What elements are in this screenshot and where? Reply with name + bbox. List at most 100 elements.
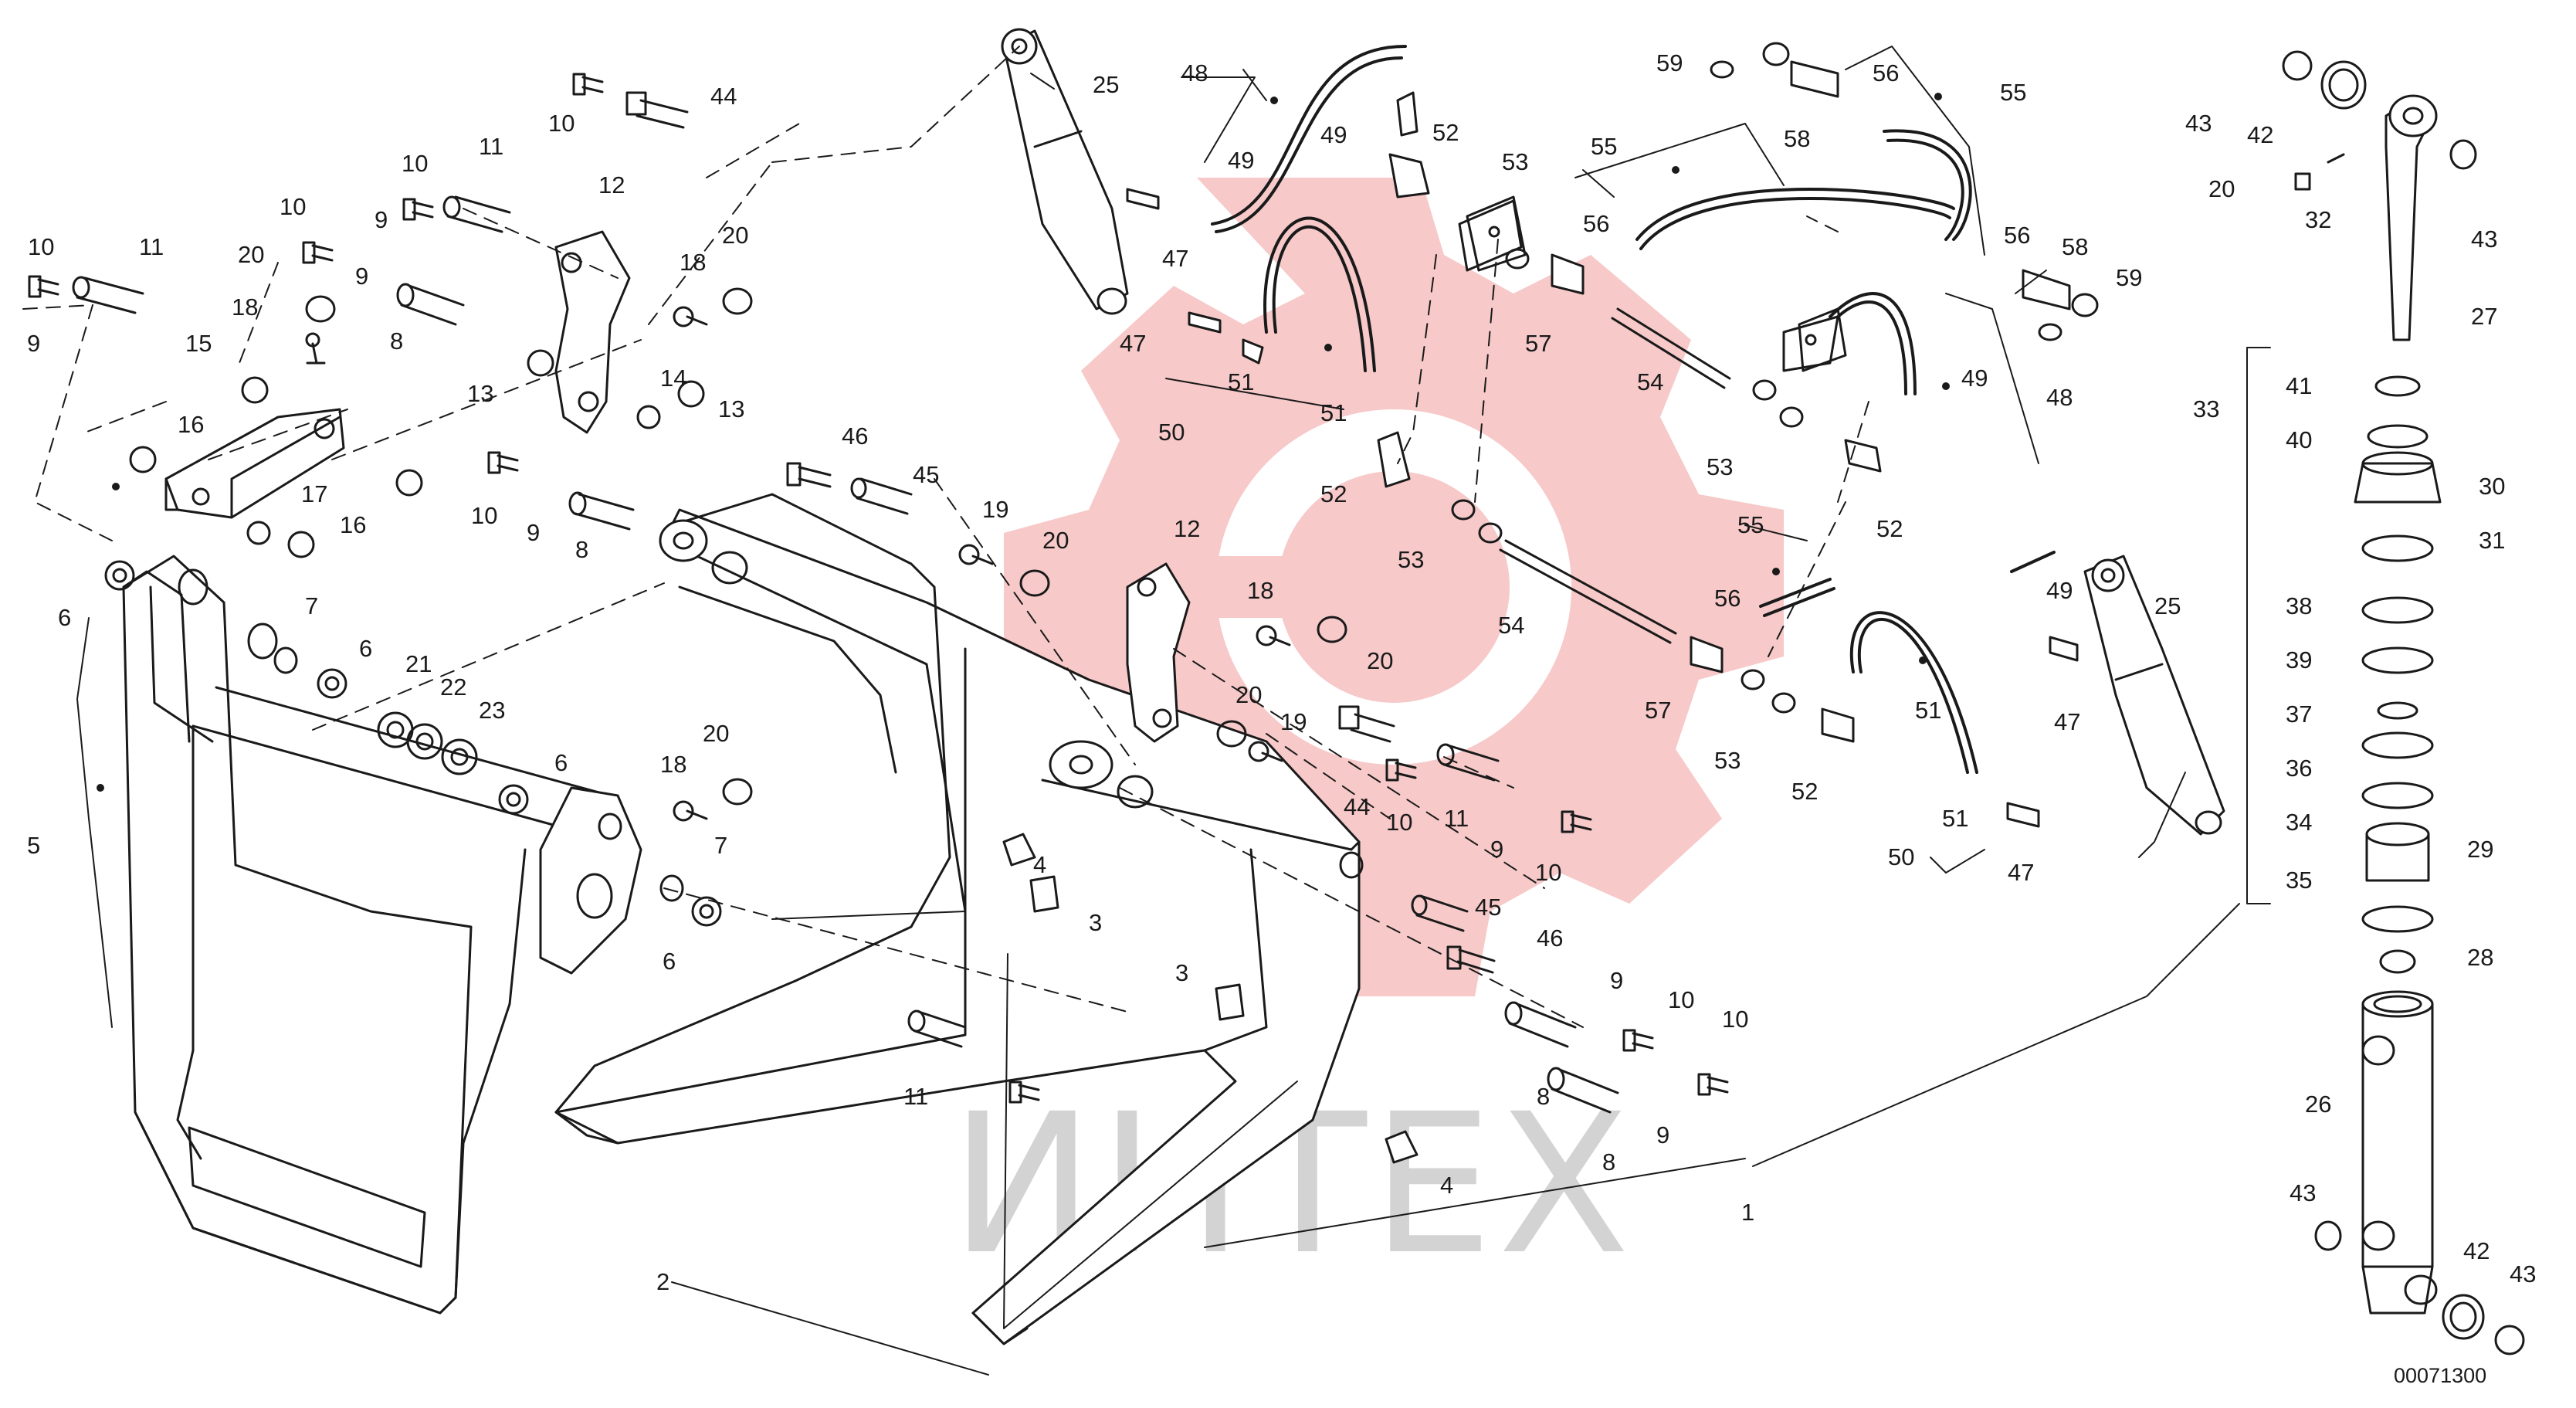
- bracket-15: [164, 408, 345, 519]
- label-8: 8: [1537, 1083, 1550, 1110]
- label-18: 18: [660, 751, 686, 778]
- label-33: 33: [2193, 395, 2219, 422]
- label-8: 8: [390, 327, 403, 355]
- wear-pads: [1002, 833, 1418, 1164]
- label-10: 10: [1722, 1006, 1748, 1033]
- label-48: 48: [1181, 59, 1208, 87]
- label-10: 10: [402, 150, 428, 177]
- label-53: 53: [1398, 546, 1424, 573]
- hydraulic-fittings: [1126, 42, 2099, 828]
- label-18: 18: [680, 249, 706, 276]
- label-49: 49: [1320, 121, 1347, 148]
- label-54: 54: [1637, 368, 1663, 395]
- label-10: 10: [1535, 859, 1561, 886]
- label-42: 42: [2247, 121, 2273, 148]
- label-15: 15: [185, 330, 212, 357]
- label-56: 56: [1714, 585, 1740, 612]
- label-10: 10: [1668, 986, 1694, 1013]
- cylinder-25-right: [2083, 555, 2225, 836]
- label-11: 11: [903, 1083, 928, 1110]
- label-52: 52: [1876, 515, 1903, 542]
- label-3: 3: [1175, 959, 1188, 986]
- label-36: 36: [2286, 755, 2312, 782]
- label-8: 8: [1602, 1148, 1615, 1176]
- label-4: 4: [1440, 1172, 1453, 1199]
- label-11: 11: [139, 233, 164, 260]
- label-12: 12: [598, 171, 625, 198]
- label-26: 26: [2305, 1091, 2331, 1118]
- label-50: 50: [1158, 419, 1185, 446]
- label-9: 9: [27, 330, 40, 357]
- label-56: 56: [1873, 59, 1899, 87]
- label-16: 16: [340, 511, 366, 538]
- label-51: 51: [1942, 805, 1968, 832]
- label-51: 51: [1228, 368, 1254, 395]
- label-53: 53: [1502, 148, 1528, 175]
- plate-12-upper: [554, 230, 631, 434]
- label-57: 57: [1525, 330, 1551, 357]
- label-59: 59: [2116, 264, 2142, 291]
- label-59: 59: [1656, 49, 1683, 76]
- label-43: 43: [2471, 226, 2497, 253]
- label-32: 32: [2305, 206, 2331, 233]
- label-25: 25: [1093, 71, 1119, 98]
- label-43: 43: [2290, 1179, 2316, 1206]
- label-9: 9: [527, 519, 540, 546]
- label-47: 47: [1120, 330, 1146, 357]
- plate-12-lower: [1126, 562, 1191, 743]
- label-8: 8: [575, 536, 588, 563]
- label-3: 3: [1089, 909, 1102, 936]
- label-10: 10: [548, 110, 575, 137]
- pins-and-bushings: [72, 91, 1619, 1114]
- label-21: 21: [405, 650, 432, 677]
- label-1: 1: [1741, 1199, 1754, 1226]
- label-6: 6: [58, 604, 71, 631]
- label-6: 6: [359, 635, 372, 662]
- label-10: 10: [471, 502, 497, 529]
- label-39: 39: [2286, 646, 2312, 673]
- label-25: 25: [2154, 592, 2181, 619]
- label-52: 52: [1432, 119, 1459, 146]
- label-11: 11: [1444, 805, 1469, 832]
- label-41: 41: [2286, 372, 2312, 399]
- label-2: 2: [656, 1268, 669, 1295]
- label-17: 17: [301, 480, 327, 507]
- label-28: 28: [2467, 944, 2493, 971]
- grouping-brackets: [76, 347, 2271, 1329]
- label-19: 19: [982, 496, 1008, 523]
- label-9: 9: [1656, 1121, 1669, 1148]
- label-6: 6: [554, 749, 568, 776]
- label-45: 45: [913, 461, 939, 488]
- label-10: 10: [1386, 809, 1412, 836]
- label-10: 10: [28, 233, 54, 260]
- label-53: 53: [1707, 453, 1733, 480]
- label-47: 47: [2008, 859, 2034, 886]
- label-29: 29: [2467, 836, 2493, 863]
- label-20: 20: [722, 222, 748, 249]
- label-5: 5: [27, 832, 40, 859]
- label-40: 40: [2286, 426, 2312, 453]
- label-47: 47: [2054, 708, 2080, 735]
- label-49: 49: [2046, 577, 2073, 604]
- label-55: 55: [2000, 79, 2026, 106]
- label-9: 9: [355, 263, 368, 290]
- label-58: 58: [2062, 233, 2088, 260]
- label-4: 4: [1033, 851, 1046, 878]
- label-43: 43: [2510, 1260, 2536, 1288]
- label-55: 55: [1591, 133, 1617, 160]
- label-49: 49: [1961, 365, 1988, 392]
- label-56: 56: [1583, 210, 1609, 237]
- label-20: 20: [238, 241, 264, 268]
- label-13: 13: [718, 395, 744, 422]
- label-57: 57: [1645, 697, 1671, 724]
- assembly-lines: [22, 46, 1869, 1028]
- label-56: 56: [2004, 222, 2030, 249]
- label-20: 20: [1235, 681, 1262, 708]
- label-37: 37: [2286, 701, 2312, 728]
- label-46: 46: [1537, 925, 1563, 952]
- label-20: 20: [703, 720, 729, 747]
- drawing-code: 00071300: [2394, 1364, 2486, 1387]
- label-10: 10: [280, 193, 306, 220]
- label-9: 9: [1610, 967, 1623, 994]
